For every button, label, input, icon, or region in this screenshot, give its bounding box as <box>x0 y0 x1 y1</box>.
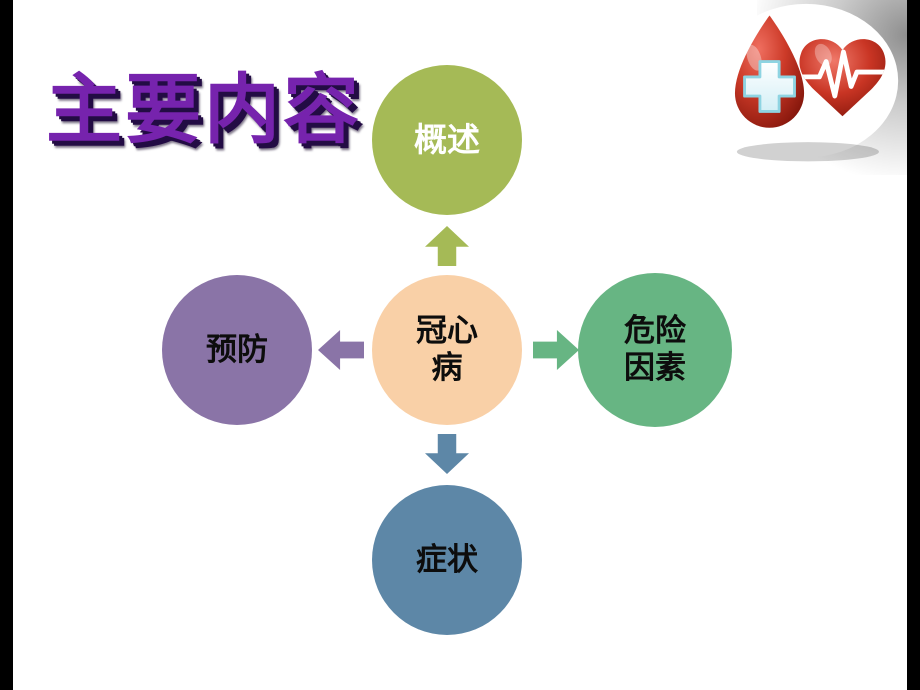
node-risk-factors: 危险 因素 <box>578 273 732 427</box>
arrow-down-icon <box>425 434 469 474</box>
arrow-up-icon <box>425 226 469 266</box>
right-black-bar <box>907 0 920 690</box>
node-overview: 概述 <box>372 65 522 215</box>
node-overview-label: 概述 <box>414 120 480 158</box>
node-symptoms: 症状 <box>372 485 522 635</box>
node-risk-factors-label-line2: 因素 <box>624 350 686 385</box>
slide-title: 主要内容 <box>46 68 362 153</box>
node-prevention: 预防 <box>162 275 312 425</box>
left-black-bar <box>0 0 13 690</box>
arrow-right-icon <box>533 330 579 370</box>
node-center-topic: 冠心 病 <box>372 275 522 425</box>
heart-medical-cross-icon <box>710 2 902 170</box>
node-symptoms-label: 症状 <box>416 541 478 577</box>
node-center-label-line2: 病 <box>431 350 463 385</box>
node-risk-factors-label-line1: 危险 <box>624 313 686 349</box>
node-center-label-line1: 冠心 <box>416 313 478 349</box>
arrow-left-icon <box>318 330 364 370</box>
node-prevention-label: 预防 <box>206 331 268 367</box>
